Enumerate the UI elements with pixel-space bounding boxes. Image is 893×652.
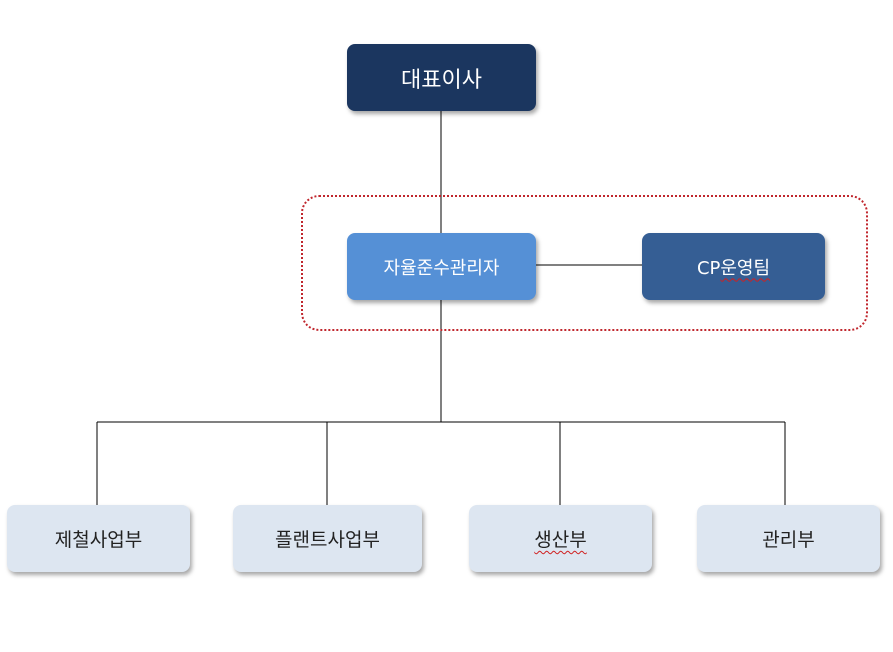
cp-team-suffix: 운영팀	[720, 257, 771, 279]
department-label: 제철사업부	[54, 529, 143, 551]
ceo-node[interactable]: 대표이사	[347, 44, 536, 111]
compliance-group-box	[301, 195, 868, 331]
department-node-plant[interactable]: 플랜트사업부	[233, 505, 422, 572]
department-label: 생산부	[534, 529, 587, 551]
department-node-steel[interactable]: 제철사업부	[7, 505, 190, 572]
cp-team-prefix: CP	[696, 257, 721, 279]
cp-team-node[interactable]: CP운영팀	[642, 233, 825, 300]
ceo-label: 대표이사	[401, 67, 482, 93]
department-node-admin[interactable]: 관리부	[697, 505, 880, 572]
compliance-officer-node[interactable]: 자율준수관리자	[347, 233, 536, 300]
compliance-officer-label: 자율준수관리자	[383, 257, 500, 279]
department-label: 관리부	[762, 529, 815, 551]
department-label: 플랜트사업부	[275, 529, 380, 551]
cp-team-label: CP운영팀	[697, 254, 770, 280]
department-node-production[interactable]: 생산부	[469, 505, 652, 572]
